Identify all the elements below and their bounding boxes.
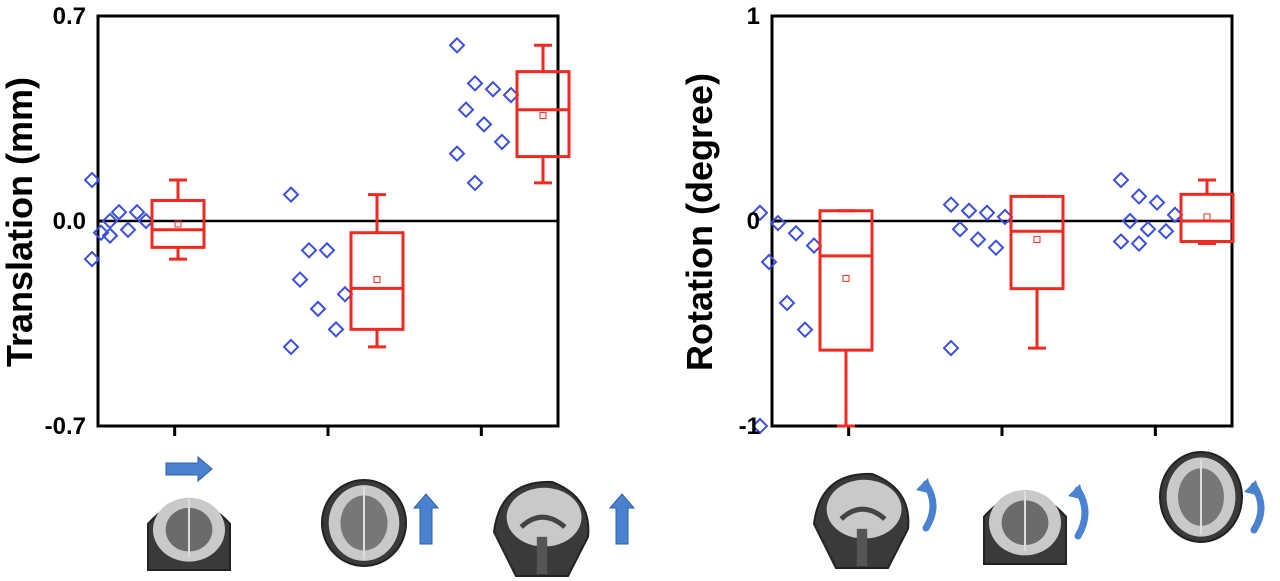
data-point-diamond: [1139, 220, 1157, 238]
data-point-diamond: [128, 203, 146, 221]
box-mean-marker: [1203, 213, 1211, 221]
curved-arrow-head: [916, 478, 932, 494]
brainstem: [536, 536, 548, 575]
box-iqr: [818, 209, 874, 352]
data-point-diamond: [751, 417, 769, 435]
data-point-diamond: [291, 271, 309, 288]
rotation-marks: [751, 171, 1235, 435]
axial-brain-icon: [1159, 451, 1243, 543]
rotation-y-ticks: 1 0 -1: [739, 3, 760, 440]
box-mean-marker: [842, 274, 850, 282]
box-iqr: [349, 231, 405, 331]
data-point-diamond: [448, 36, 466, 54]
data-point-diamond: [318, 241, 336, 259]
data-point-diamond: [942, 196, 960, 214]
data-point-diamond: [327, 320, 345, 338]
data-point-diamond: [796, 321, 814, 339]
data-point-diamond: [300, 241, 318, 259]
translation-panel: 0.7 0.0 -0.7 Translation (mm): [0, 3, 571, 440]
up-arrow-icon: [608, 493, 636, 545]
corpus-callosum: [519, 514, 567, 529]
data-point-diamond: [92, 224, 110, 242]
x-axis-icons: [144, 451, 1265, 577]
data-point-diamond: [484, 80, 502, 98]
data-point-diamond: [960, 202, 978, 220]
data-point-diamond: [101, 212, 119, 230]
data-point-diamond: [760, 253, 778, 271]
rotation-panel: 1 0 -1 Rotation (degree): [679, 3, 1235, 440]
data-point-diamond: [466, 74, 484, 92]
data-point-diamond: [119, 221, 137, 239]
brainstem: [856, 528, 868, 567]
rotation-y-axis-label: Rotation (degree): [679, 73, 720, 371]
box-mean-marker: [539, 112, 547, 120]
corpus-callosum: [839, 506, 887, 521]
data-point-diamond: [787, 224, 805, 242]
data-point-diamond: [1130, 187, 1148, 205]
data-point-diamond: [978, 204, 996, 222]
box-iqr: [150, 199, 206, 249]
data-point-diamond: [751, 204, 769, 222]
data-point-diamond: [282, 338, 300, 356]
data-point-diamond: [942, 339, 960, 357]
y-tick-label-mid: 0: [747, 208, 760, 235]
translation-marks: [83, 36, 571, 356]
data-point-diamond: [1121, 212, 1139, 230]
data-point-diamond: [1112, 233, 1130, 250]
translation-y-axis-label: Translation (mm): [0, 77, 40, 367]
data-point-diamond: [1148, 194, 1166, 211]
box-iqr: [1179, 192, 1235, 244]
curved-arrow-head: [1068, 484, 1084, 500]
data-point-diamond: [475, 115, 493, 133]
data-point-diamond: [282, 186, 300, 204]
axial-brain-icon: [321, 479, 407, 567]
sagittal-brain-icon: [812, 472, 910, 569]
data-point-diamond: [769, 214, 787, 232]
data-point-diamond: [969, 231, 987, 248]
translation-axes: [96, 14, 560, 436]
data-point-diamond: [1130, 235, 1148, 252]
y-tick-label-top: 0.7: [53, 3, 86, 30]
right-arrow-icon: [165, 455, 213, 483]
data-point-diamond: [778, 294, 796, 312]
data-point-diamond: [1157, 222, 1175, 240]
data-point-diamond: [448, 145, 466, 163]
y-tick-label-bottom: -0.7: [45, 413, 86, 440]
coronal-brain-icon: [980, 478, 1070, 565]
y-tick-label-bottom: -1: [739, 413, 760, 440]
data-point-diamond: [493, 133, 511, 151]
curved-arrow-head: [1244, 480, 1260, 496]
data-point-diamond: [987, 239, 1005, 257]
data-point-diamond: [1112, 171, 1130, 189]
sagittal-brain-icon: [492, 480, 590, 577]
data-point-diamond: [83, 250, 101, 268]
translation-y-ticks: 0.7 0.0 -0.7: [45, 3, 86, 440]
data-point-diamond: [110, 203, 128, 221]
data-point-diamond: [309, 300, 327, 318]
coronal-brain-icon: [144, 486, 234, 571]
data-point-diamond: [951, 220, 969, 238]
data-point-diamond: [101, 227, 119, 245]
y-tick-label-top: 1: [747, 3, 760, 30]
data-point-diamond: [83, 171, 101, 189]
rotation-x-icons: [812, 451, 1265, 569]
y-tick-label-mid: 0.0: [53, 208, 86, 235]
data-point-diamond: [466, 174, 484, 192]
translation-x-icons: [144, 455, 636, 577]
box-mean-marker: [1033, 235, 1041, 243]
box-mean-marker: [373, 276, 381, 284]
box-iqr: [515, 70, 571, 159]
box-mean-marker: [174, 220, 182, 228]
box-iqr: [1009, 194, 1065, 291]
up-arrow-icon: [412, 493, 440, 545]
data-point-diamond: [457, 101, 475, 119]
